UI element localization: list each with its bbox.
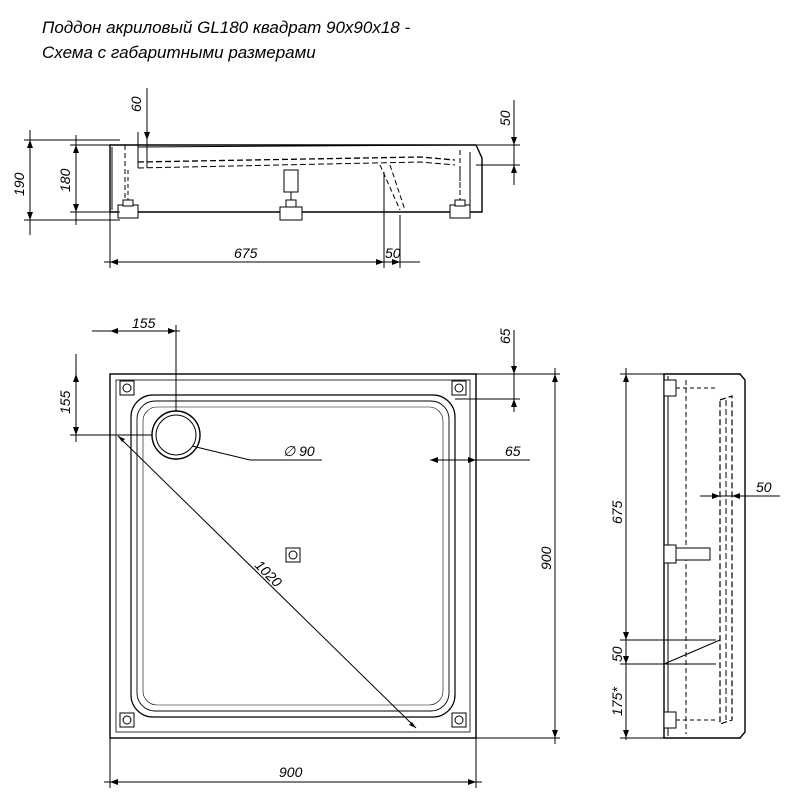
side-foot-center — [663, 544, 711, 564]
front-dim-180: 180 — [57, 168, 73, 192]
side-dim-175: 175* — [609, 687, 625, 716]
plan-dim-155-left: 155 — [57, 390, 73, 414]
plan-foot-bottom-right — [451, 712, 467, 728]
plan-view-outline — [109, 373, 477, 739]
front-dim-190: 190 — [11, 172, 27, 196]
front-dim-50-bottom: 50 — [385, 245, 401, 261]
side-dim-50-right: 50 — [756, 479, 772, 495]
front-view-foot-left — [117, 170, 139, 219]
plan-dim-900-bottom: 900 — [279, 764, 303, 780]
plan-foot-top-left — [119, 380, 135, 396]
plan-foot-top-right — [451, 380, 467, 396]
side-dim-50-left: 50 — [609, 646, 625, 662]
plan-drain — [151, 410, 201, 460]
plan-dim-900-right: 900 — [538, 546, 554, 570]
front-view — [24, 88, 520, 268]
plan-foot-center — [285, 547, 301, 563]
front-dim-675: 675 — [234, 245, 258, 261]
plan-foot-bottom-left — [119, 712, 135, 728]
front-view-foot-right — [449, 170, 471, 219]
plan-dim-diameter: ∅ 90 — [283, 443, 315, 459]
plan-dim-65-right: 65 — [505, 443, 521, 459]
plan-dim-1020: 1020 — [252, 557, 285, 590]
plan-view — [70, 325, 560, 788]
side-foot-top — [663, 379, 716, 397]
front-dim-50-top: 50 — [497, 110, 513, 126]
side-foot-bottom — [663, 711, 716, 729]
drawing-title-line-2: Схема с габаритными размерами — [42, 43, 316, 62]
plan-dim-155-top: 155 — [132, 315, 156, 331]
drawing-title-line-1: Поддон акриловый GL180 квадрат 90x90x18 … — [42, 18, 411, 37]
front-dim-60: 60 — [128, 96, 144, 112]
front-view-foot-center — [279, 169, 303, 221]
plan-dim-65-top: 65 — [497, 328, 513, 344]
side-dim-675: 675 — [609, 500, 625, 524]
side-view — [620, 368, 780, 740]
